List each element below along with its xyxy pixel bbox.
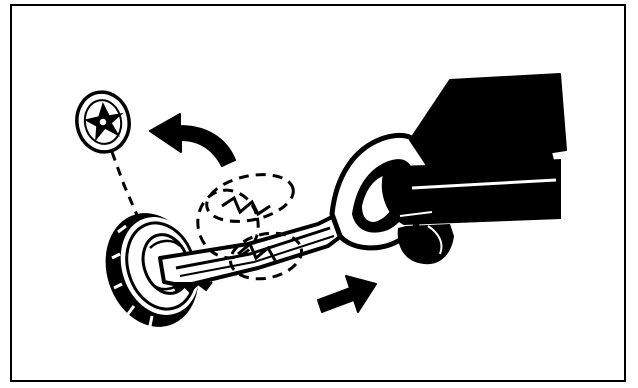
counterclockwise-arrow-icon	[149, 113, 236, 167]
teeth-highlight	[196, 173, 304, 281]
removed-cap-icon	[75, 90, 131, 154]
cap-guideline	[110, 151, 142, 223]
hand-icon	[381, 73, 567, 265]
push-arrow-icon	[317, 275, 377, 313]
key-icon	[158, 132, 432, 294]
